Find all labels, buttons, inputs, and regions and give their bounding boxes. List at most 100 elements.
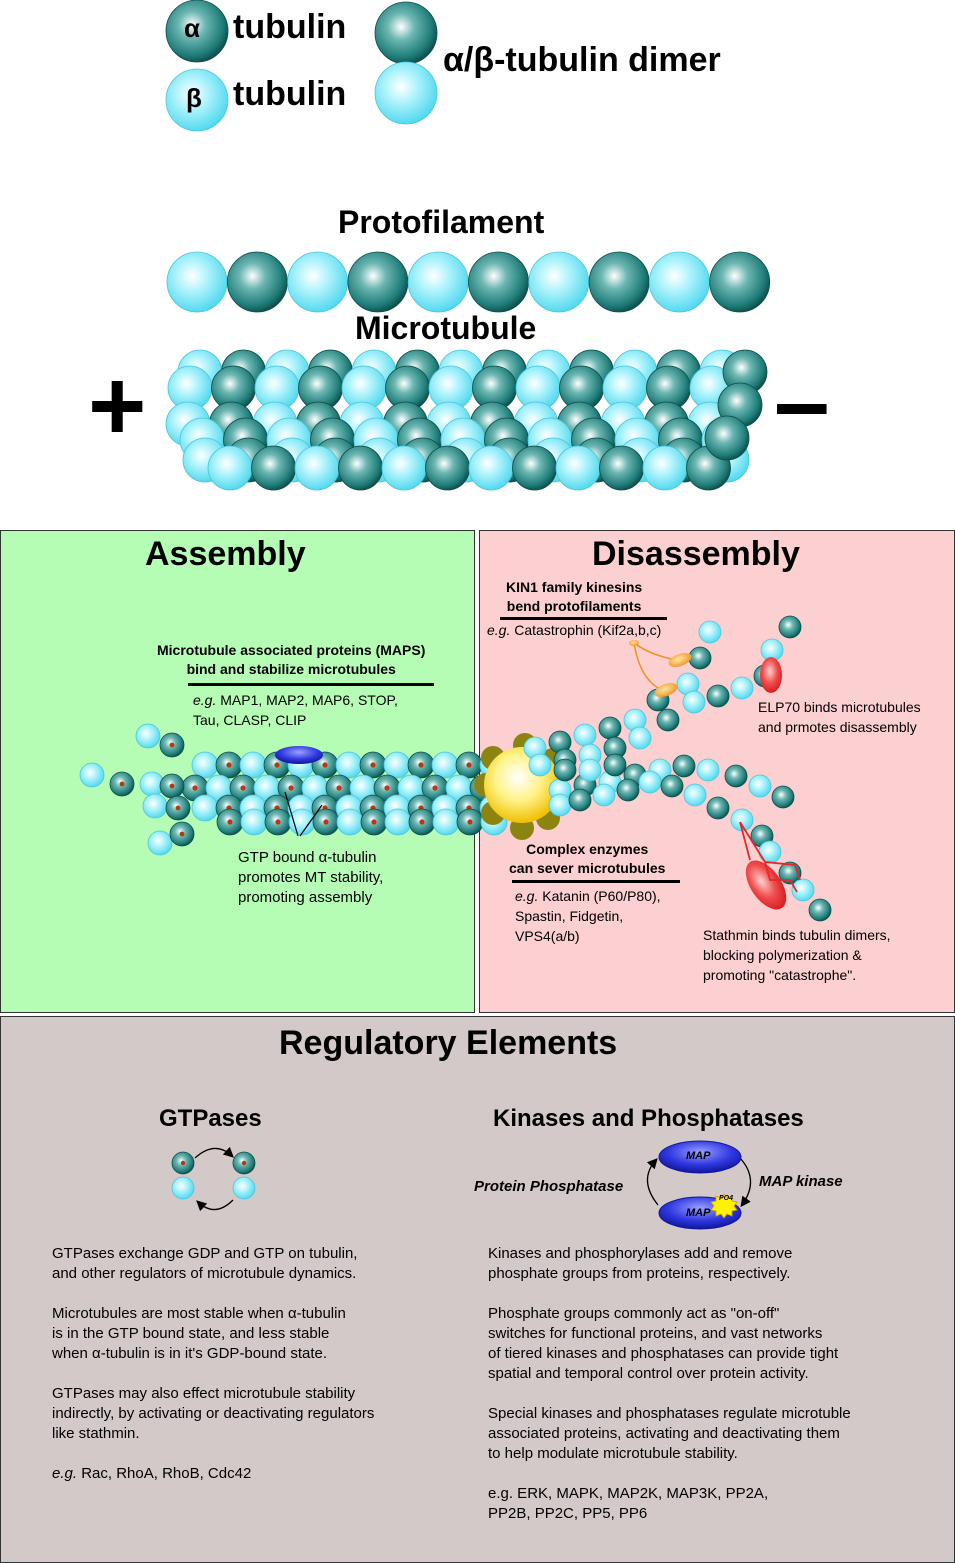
gtp-marker (274, 762, 280, 768)
alpha-tubulin-sphere (512, 445, 557, 491)
eg-prefix: e.g. (193, 692, 217, 708)
sever-heading: Complex enzymes can sever microtubules (509, 840, 665, 878)
microtubule-title: Microtubule (355, 310, 537, 346)
beta-tubulin-sphere (407, 251, 469, 313)
phosphate-burst (710, 1193, 738, 1219)
gtp-marker (419, 819, 425, 825)
beta-tubulin-sphere (698, 620, 722, 644)
kin1-heading-line-1: KIN1 family kinesins (506, 579, 643, 595)
beta-tubulin-sphere (294, 445, 340, 491)
maps-heading-underline (188, 683, 434, 686)
sever-heading-line-2: can sever microtubules (509, 860, 666, 876)
gtp-marker (169, 783, 175, 789)
stathmin-network (739, 821, 801, 893)
gtpases-paragraph-1: GTPases exchange GDP and GTP on tubulin,… (52, 1245, 358, 1282)
alpha-tubulin-sphere (724, 764, 748, 788)
beta-tubulin-sphere (381, 445, 427, 491)
dimer-alpha-sphere (374, 1, 438, 65)
beta-tubulin-sphere (573, 723, 597, 747)
elp70-protein (760, 657, 782, 693)
beta-tubulin-sphere (548, 793, 572, 817)
disassembly-title: Disassembly (592, 535, 800, 573)
map-stabilizer (275, 746, 323, 764)
eg-prefix: e.g. (52, 1465, 78, 1482)
beta-tubulin-sphere (468, 445, 514, 491)
gtp-marker (467, 819, 473, 825)
alpha-tubulin-sphere (656, 708, 680, 732)
sever-examples-line-1: e.g. Katanin (P60/P80), (515, 886, 661, 906)
alpha-tubulin-sphere (771, 785, 795, 809)
po4-label: PO4 (719, 1195, 734, 1202)
beta-tubulin-sphere (335, 751, 363, 779)
beta-tubulin-sphere (432, 808, 460, 836)
phosphatase-arrow (646, 1158, 659, 1206)
gtp-marker (169, 742, 175, 748)
regulatory-title: Regulatory Elements (279, 1024, 618, 1062)
maps-examples: e.g. MAP1, MAP2, MAP6, STOP, Tau, CLASP,… (193, 690, 398, 730)
gtp-marker (418, 762, 424, 768)
beta-tubulin-sphere (555, 445, 601, 491)
beta-tubulin-sphere (191, 751, 219, 779)
gtp-bound-text: GTP bound α-tubulin promotes MT stabilit… (238, 849, 384, 906)
beta-tubulin-label: tubulin (233, 75, 347, 113)
kinases-paragraph-1: Kinases and phosphorylases add and remov… (488, 1245, 793, 1282)
maps-examples-line-1: e.g. MAP1, MAP2, MAP6, STOP, (193, 690, 398, 710)
kinases-examples: e.g. ERK, MAPK, MAP2K, MAP3K, PP2A, PP2B… (488, 1485, 769, 1522)
beta-tubulin-sphere (682, 690, 706, 714)
alpha-tubulin-sphere (599, 445, 644, 491)
alpha-tubulin-sphere (672, 754, 696, 778)
beta-tubulin-sphere (696, 758, 720, 782)
maps-examples-line-2: Tau, CLASP, CLIP (193, 712, 307, 728)
sever-heading-line-1: Complex enzymes (526, 841, 649, 857)
gtp-marker (370, 762, 376, 768)
sever-eg-line1: Katanin (P60/P80), (538, 888, 661, 904)
stathmin-text: Stathmin binds tubulin dimers, blocking … (703, 927, 891, 983)
minus-end-label: – (774, 346, 830, 458)
alpha-tubulin-sphere (598, 716, 622, 740)
alpha-tubulin-sphere (706, 684, 730, 708)
beta-tubulin-sphere (207, 445, 253, 491)
gtp-marker (336, 785, 342, 791)
beta-symbol: β (186, 83, 202, 113)
beta-tubulin-sphere (628, 726, 652, 750)
alpha-tubulin-sphere (709, 251, 771, 313)
catastrophin-motor (668, 653, 692, 667)
alpha-tubulin-sphere (568, 788, 592, 812)
beta-tubulin-sphere (79, 762, 105, 788)
dimer-beta-sphere (374, 61, 438, 125)
beta-tubulin-sphere (288, 808, 316, 836)
kin1-heading-underline (500, 617, 667, 620)
map-label-top: MAP (686, 1150, 711, 1162)
alpha-tubulin-legend-sphere (165, 0, 229, 63)
alpha-tubulin-sphere (226, 251, 288, 313)
beta-tubulin-sphere (384, 808, 412, 836)
eg-prefix: e.g. (487, 622, 511, 638)
alpha-tubulin-sphere (778, 615, 802, 639)
map-protein-top (658, 1140, 742, 1174)
stathmin-protein (745, 860, 787, 910)
kinases-paragraph-3: Special kinases and phosphatases regulat… (488, 1405, 851, 1462)
gtp-marker (240, 785, 246, 791)
beta-tubulin-legend-sphere (165, 68, 229, 132)
eg-prefix: e.g. (515, 888, 539, 904)
protein-phosphatase-label: Protein Phosphatase (474, 1178, 624, 1195)
beta-tubulin-sphere (638, 770, 662, 794)
beta-tubulin-sphere (578, 758, 602, 782)
gtp-marker (241, 1160, 247, 1166)
maps-heading-line-1: Microtubule associated proteins (MAPS) (157, 642, 426, 658)
gtp-marker (384, 785, 390, 791)
catastrophin-tether (633, 642, 677, 691)
beta-tubulin-sphere (383, 751, 411, 779)
gtp-marker (432, 785, 438, 791)
gtp-marker (175, 805, 181, 811)
beta-tubulin-sphere (592, 783, 616, 807)
gtpases-eg: Rac, RhoA, RhoB, Cdc42 (77, 1465, 252, 1482)
gtpases-paragraph-3: GTPases may also effect microtubule stab… (52, 1385, 375, 1442)
kinase-arrow (739, 1157, 752, 1208)
molecule-layer (79, 0, 832, 1200)
beta-tubulin-sphere (683, 783, 707, 807)
maps-heading-line-2: bind and stabilize microtubules (186, 661, 396, 677)
gtp-marker (288, 785, 294, 791)
gtp-marker (322, 762, 328, 768)
